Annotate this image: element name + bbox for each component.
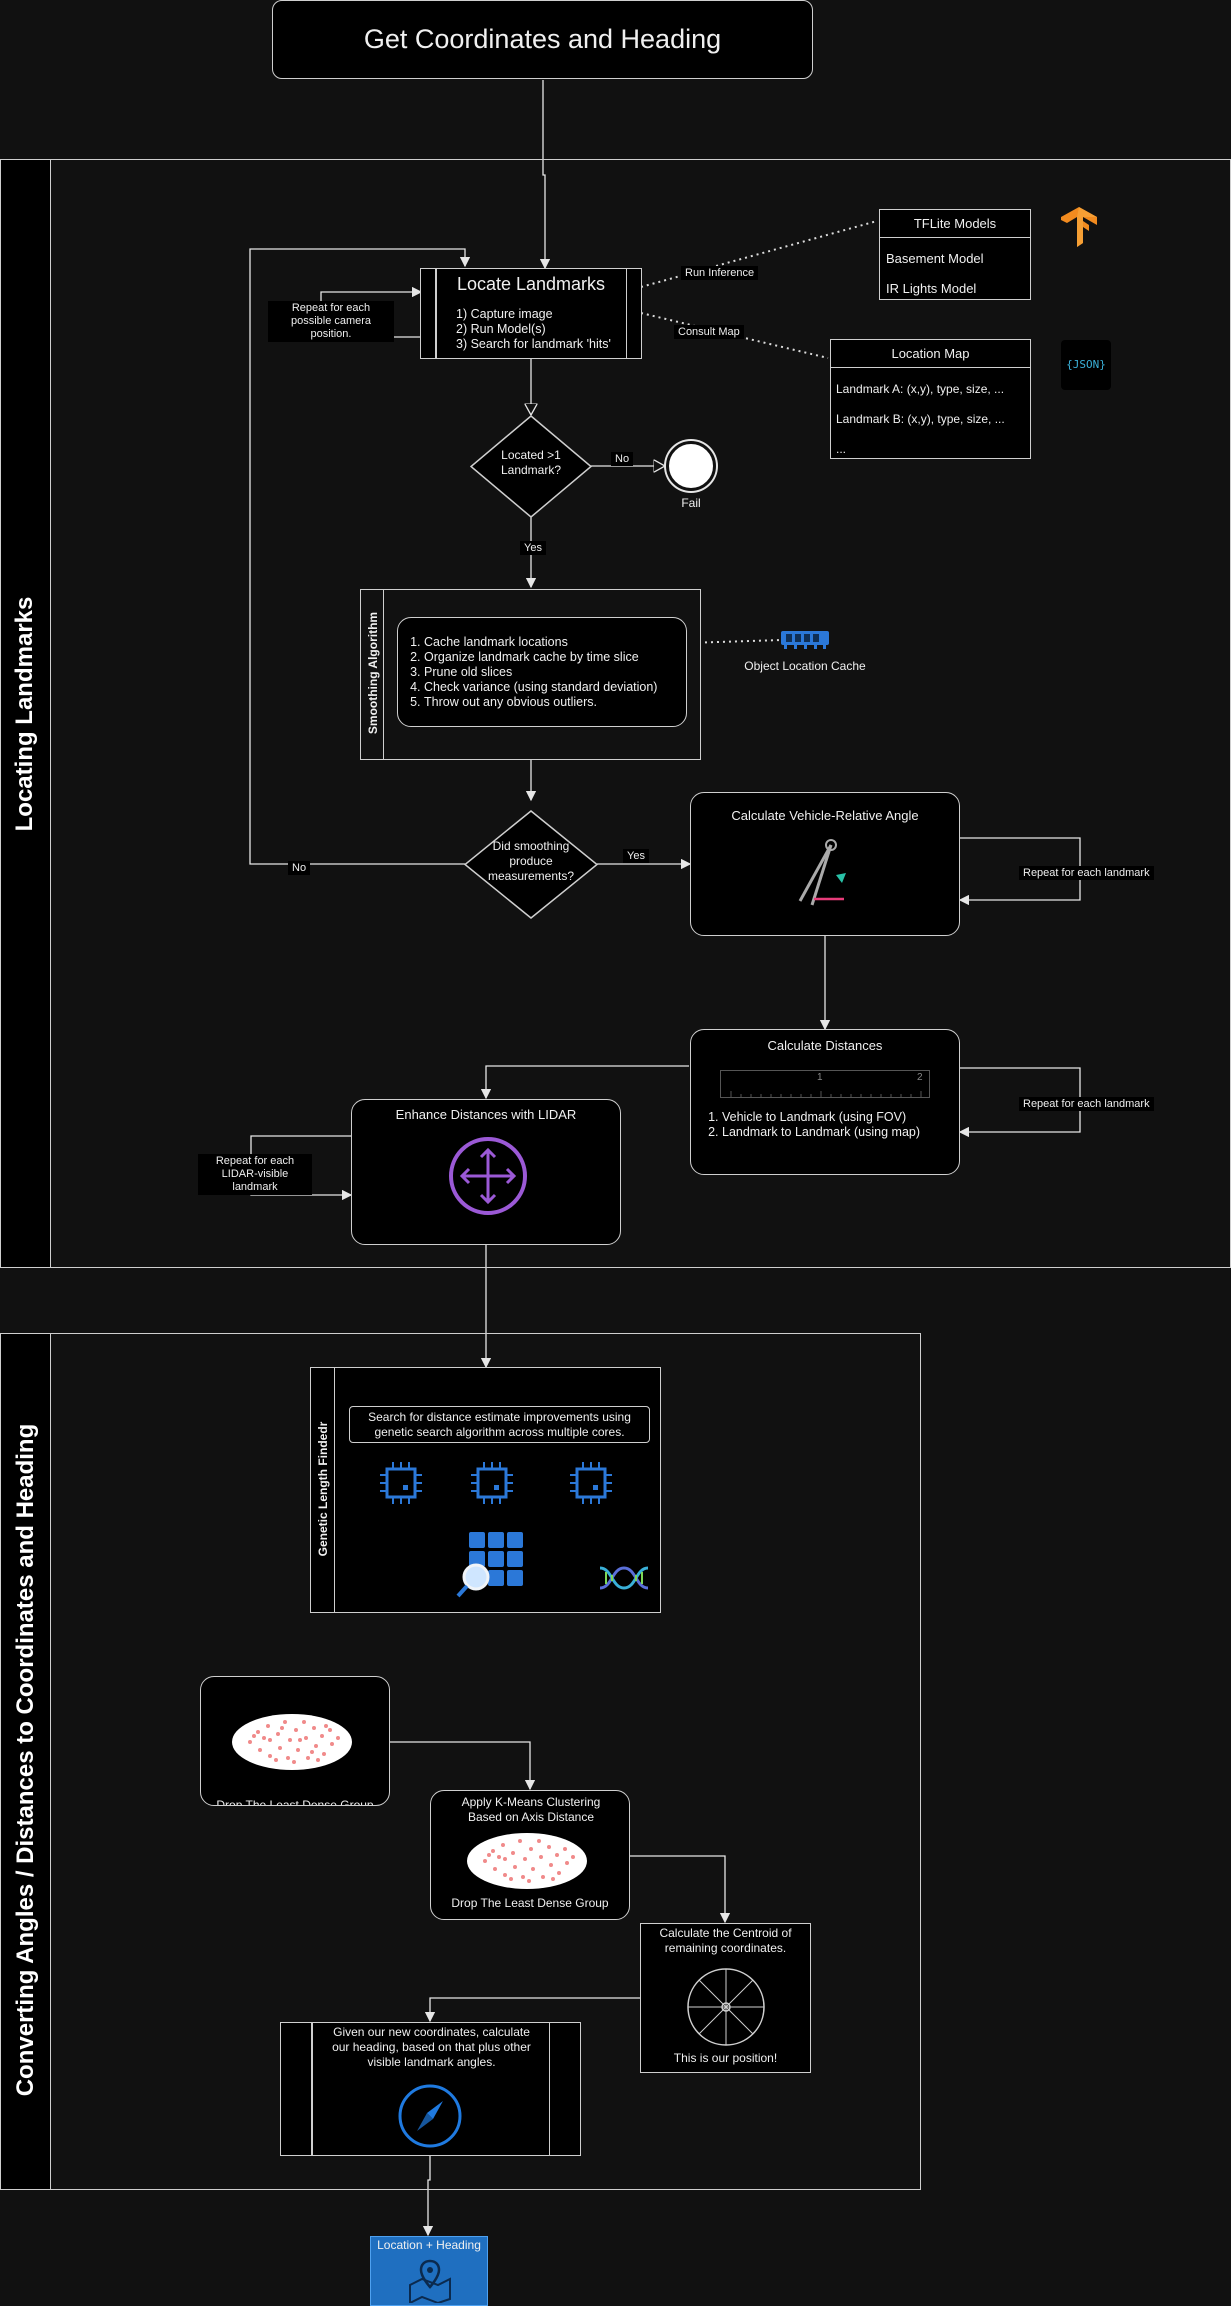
locate-repeat-label: Repeat for each possible camera position… bbox=[268, 301, 394, 342]
grid-search-icon bbox=[456, 1532, 523, 1598]
json-icon-text: {JSON} bbox=[1066, 358, 1106, 371]
fail-end-event bbox=[666, 441, 716, 491]
location-map-box: Location Map Landmark A: (x,y), type, si… bbox=[830, 339, 1031, 459]
calc-distances-box: Calculate Distances 1 2 Vehicle to Landm… bbox=[690, 1029, 960, 1175]
repeat-angle-label: Repeat for each landmark bbox=[1019, 866, 1154, 880]
centroid-caption: This is our position! bbox=[673, 2051, 778, 2065]
tflite-models-box: TFLite Models Basement Model IR Lights M… bbox=[879, 209, 1031, 300]
protractor-icon bbox=[798, 839, 846, 906]
process-bar-right bbox=[548, 2023, 550, 2155]
kmeans-title: Apply K-Means Clustering Based on Axis D… bbox=[461, 1795, 601, 1824]
lane-converting-title: Converting Angles / Distances to Coordin… bbox=[12, 1423, 39, 2097]
kmeans-box: Apply K-Means Clustering Based on Axis D… bbox=[430, 1790, 630, 1920]
centroid-title: Calculate the Centroid of remaining coor… bbox=[659, 1926, 792, 1955]
edge-kmeans-centroid bbox=[630, 1855, 731, 1924]
no-loop-label: No bbox=[288, 861, 311, 875]
yes-label: Yes bbox=[520, 541, 546, 555]
fail-label: Fail bbox=[681, 496, 701, 510]
centroid-box: Calculate the Centroid of remaining coor… bbox=[640, 1923, 811, 2073]
repeat-lidar-label: Repeat for each LIDAR-visible landmark bbox=[198, 1154, 312, 1195]
distance-step: Vehicle to Landmark (using FOV) bbox=[722, 1110, 920, 1125]
drop-group-caption: Drop The Least Dense Group bbox=[216, 1798, 374, 1806]
consult-map-label: Consult Map bbox=[674, 325, 744, 339]
lane-converting-header: Converting Angles / Distances to Coordin… bbox=[0, 1333, 51, 2190]
ruler-tick-label: 2 bbox=[917, 1072, 923, 1083]
lidar-title: Enhance Distances with LIDAR bbox=[395, 1107, 577, 1122]
tensorflow-icon bbox=[1061, 207, 1097, 247]
locate-step: 3) Search for landmark 'hits' bbox=[456, 337, 611, 351]
compass-icon bbox=[398, 2084, 462, 2148]
location-map-header: Location Map bbox=[831, 340, 1030, 368]
no-label: No bbox=[611, 452, 634, 466]
json-icon: {JSON} bbox=[1061, 340, 1111, 390]
edge-title-locate bbox=[539, 80, 551, 270]
ruler-icon: 1 2 bbox=[720, 1070, 930, 1098]
cpu-chip-icon bbox=[570, 1462, 612, 1504]
process-bar-left bbox=[435, 269, 437, 358]
distance-step: Landmark to Landmark (using map) bbox=[722, 1125, 920, 1140]
dna-icon bbox=[599, 1566, 649, 1590]
lidar-box: Enhance Distances with LIDAR bbox=[351, 1099, 621, 1245]
decision-smoothing-text: Did smoothing produce measurements? bbox=[487, 839, 575, 883]
yes-smoothing-label: Yes bbox=[623, 849, 649, 863]
smoothing-step: Check variance (using standard deviation… bbox=[424, 680, 686, 695]
edge-locate-tflite bbox=[640, 220, 878, 288]
decision-smoothing bbox=[464, 810, 598, 919]
ruler-tick-label: 1 bbox=[817, 1072, 823, 1083]
locate-title: Locate Landmarks bbox=[456, 274, 606, 294]
smoothing-step: Organize landmark cache by time slice bbox=[424, 650, 686, 665]
tflite-item: Basement Model bbox=[886, 251, 984, 266]
kmeans-caption: Drop The Least Dense Group bbox=[451, 1896, 609, 1910]
smoothing-step: Prune old slices bbox=[424, 665, 686, 680]
page-title: Get Coordinates and Heading bbox=[363, 24, 722, 54]
locate-landmarks-box: Locate Landmarks 1) Capture image 2) Run… bbox=[420, 268, 642, 359]
tflite-header: TFLite Models bbox=[880, 210, 1030, 238]
memory-cache-icon bbox=[781, 631, 829, 649]
genetic-description: Search for distance estimate improvement… bbox=[368, 1410, 631, 1439]
run-inference-label: Run Inference bbox=[681, 266, 759, 280]
cluster-dots-icon bbox=[467, 1833, 587, 1889]
cluster-dots-icon bbox=[232, 1714, 352, 1770]
heading-box: Given our new coordinates, calculate our… bbox=[280, 2022, 581, 2156]
edge-centroid-heading bbox=[424, 1997, 640, 2023]
location-heading-output: Location + Heading bbox=[370, 2236, 488, 2306]
locate-step: 2) Run Model(s) bbox=[456, 322, 546, 336]
move-arrows-icon bbox=[449, 1137, 527, 1215]
smoothing-step: Throw out any obvious outliers. bbox=[424, 695, 686, 710]
location-map-item: ... bbox=[836, 442, 847, 456]
locate-step: 1) Capture image bbox=[456, 307, 553, 321]
edge-drop-kmeans bbox=[390, 1741, 536, 1791]
vehicle-angle-title: Calculate Vehicle-Relative Angle bbox=[731, 808, 919, 823]
edge-distances-lidar bbox=[480, 1065, 689, 1100]
calc-distances-title: Calculate Distances bbox=[767, 1038, 883, 1053]
output-label: Location + Heading bbox=[377, 2238, 481, 2252]
process-bar-right bbox=[625, 269, 627, 358]
repeat-distances-label: Repeat for each landmark bbox=[1019, 1097, 1154, 1111]
cpu-chip-icon bbox=[471, 1462, 513, 1504]
edge-smoothing-cache bbox=[686, 639, 783, 644]
smoothing-step: Cache landmark locations bbox=[424, 635, 686, 650]
decision-located-text: Located >1 Landmark? bbox=[500, 448, 562, 477]
location-map-item: Landmark A: (x,y), type, size, ... bbox=[836, 382, 1005, 396]
smoothing-pool-label: Smoothing Algorithm bbox=[366, 611, 380, 735]
edge-heading-output bbox=[422, 2156, 434, 2237]
smoothing-steps-box: Cache landmark locations Organize landma… bbox=[397, 617, 687, 727]
cpu-chip-icon bbox=[380, 1462, 422, 1504]
lane-locating-header: Locating Landmarks bbox=[0, 159, 51, 1268]
heading-text: Given our new coordinates, calculate our… bbox=[332, 2025, 531, 2069]
map-pin-icon bbox=[409, 2259, 451, 2303]
genetic-description-box: Search for distance estimate improvement… bbox=[349, 1406, 650, 1443]
edge-no-loop bbox=[249, 248, 471, 865]
decision-located bbox=[470, 415, 592, 518]
object-location-cache-label: Object Location Cache bbox=[744, 659, 866, 673]
genetic-pool-label: Genetic Length Findedr bbox=[316, 1421, 330, 1557]
location-map-item: Landmark B: (x,y), type, size, ... bbox=[836, 412, 1005, 426]
tflite-item: IR Lights Model bbox=[886, 281, 977, 296]
vehicle-angle-box: Calculate Vehicle-Relative Angle bbox=[690, 792, 960, 936]
wheel-icon bbox=[687, 1968, 765, 2046]
drop-group-box: Drop The Least Dense Group bbox=[200, 1676, 390, 1806]
title-box: Get Coordinates and Heading bbox=[272, 0, 813, 79]
process-bar-left bbox=[311, 2023, 313, 2155]
lane-locating-title: Locating Landmarks bbox=[11, 596, 38, 832]
